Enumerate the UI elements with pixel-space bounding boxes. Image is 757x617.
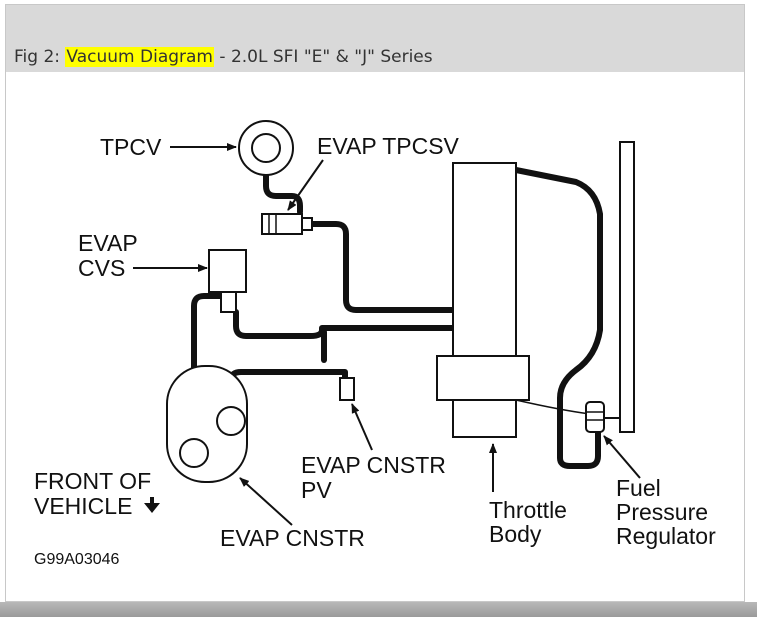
canister-port-right [216, 406, 246, 436]
tpcv-inner [251, 133, 281, 163]
fuel-pressure-regulator [585, 401, 620, 433]
evap-cnstr-pv [339, 377, 355, 401]
label-evap-cnstr-pv-2: PV [301, 477, 332, 503]
bottom-scroll-strip [0, 602, 757, 617]
label-evap-cvs-2: CVS [78, 255, 125, 281]
hose-cvs-to-canister [191, 293, 225, 451]
fpr-body [585, 401, 605, 433]
evap-tpcsv-valve [261, 213, 313, 235]
arrow-evap-cnstr [239, 477, 293, 526]
intake-plate [619, 141, 635, 433]
throttle-body [436, 162, 530, 438]
label-evap-cnstr-pv-1: EVAP CNSTR [301, 452, 446, 478]
label-fpr-3: Regulator [616, 523, 716, 549]
label-evap-tpcsv: EVAP TPCSV [317, 133, 460, 159]
arrow-fuel-pressure-regulator [603, 435, 641, 479]
tpcsv-body [261, 213, 303, 235]
caption-suffix: - 2.0L SFI "E" & "J" Series [214, 47, 433, 67]
label-fpr-1: Fuel [616, 475, 661, 501]
vacuum-hoses [191, 163, 603, 469]
canister-port-left [179, 438, 209, 468]
label-front-2: VEHICLE [34, 493, 132, 519]
hose-tpcsv-to-manifold [309, 221, 456, 313]
caption-prefix: Fig 2: [14, 47, 66, 67]
evap-cvs-valve [208, 249, 247, 313]
hose-tpcv-to-tpcsv [263, 163, 303, 215]
cvs-nozzle [220, 291, 237, 313]
throttle-collar [436, 355, 530, 401]
label-evap-cvs-1: EVAP [78, 230, 138, 256]
cvs-body [208, 249, 247, 293]
tpcsv-nozzle [301, 217, 313, 231]
caption-bar: Fig 2: Vacuum Diagram - 2.0L SFI "E" & "… [6, 5, 744, 72]
tpcv-valve [238, 120, 294, 176]
figure-caption: Fig 2: Vacuum Diagram - 2.0L SFI "E" & "… [14, 47, 433, 67]
hose-fpr-tip [515, 399, 591, 415]
hose-canister-to-pv [228, 369, 348, 405]
label-tpcv: TPCV [100, 134, 162, 160]
arrow-evap-cnstr-pv [351, 403, 373, 451]
label-fpr-2: Pressure [616, 499, 708, 525]
leader-arrows [133, 143, 641, 526]
hose-throttle-to-fpr [513, 167, 603, 469]
label-front-1: FRONT OF [34, 468, 151, 494]
label-throttle-1: Throttle [489, 497, 567, 523]
hose-cvs-to-manifold [233, 309, 456, 339]
caption-highlight: Vacuum Diagram [65, 47, 214, 67]
front-arrow-icon [144, 497, 160, 513]
label-throttle-2: Body [489, 521, 542, 547]
evap-canister [166, 365, 248, 483]
figure-code: G99A03046 [34, 551, 120, 568]
label-evap-cnstr: EVAP CNSTR [220, 525, 365, 551]
arrow-evap-tpcsv [287, 159, 324, 211]
